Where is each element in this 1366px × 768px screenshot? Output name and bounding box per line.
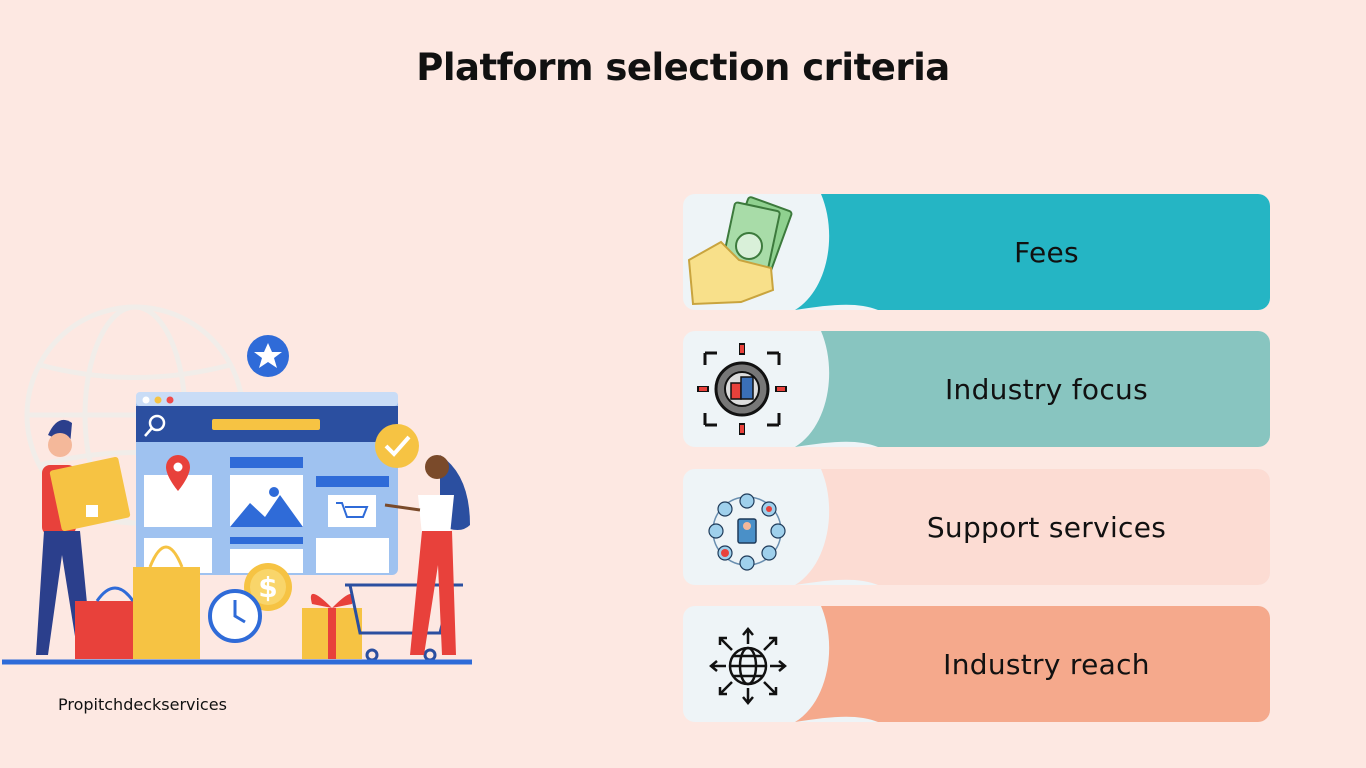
criteria-label: Support services bbox=[926, 510, 1167, 544]
svg-text:$: $ bbox=[258, 571, 277, 604]
clock-icon bbox=[208, 589, 262, 643]
dollar-coin-icon: $ bbox=[244, 563, 292, 611]
woman-shopper-icon bbox=[384, 455, 470, 655]
brand-name: Propitchdeckservices bbox=[58, 695, 227, 714]
globe-arrows-icon bbox=[709, 627, 787, 705]
money-hand-icon bbox=[687, 196, 793, 306]
criteria-label: Industry reach bbox=[943, 647, 1150, 681]
star-badge-icon bbox=[247, 335, 289, 377]
criteria-card-fees: Fees bbox=[683, 194, 1270, 310]
gift-box-icon bbox=[302, 593, 362, 659]
criteria-label: Industry focus bbox=[945, 372, 1148, 406]
criteria-card-support-services: Support services bbox=[683, 469, 1270, 585]
criteria-card-industry-focus: Industry focus bbox=[683, 331, 1270, 447]
page-title: Platform selection criteria bbox=[416, 46, 950, 89]
check-badge-icon bbox=[375, 424, 419, 468]
support-network-icon bbox=[708, 493, 786, 571]
ecommerce-illustration: $ bbox=[2, 304, 472, 665]
shopping-bags-icon bbox=[75, 545, 200, 659]
criteria-card-industry-reach: Industry reach bbox=[683, 606, 1270, 722]
browser-window-icon bbox=[136, 392, 398, 575]
criteria-label: Fees bbox=[1014, 235, 1079, 269]
industry-gear-icon bbox=[697, 343, 787, 435]
